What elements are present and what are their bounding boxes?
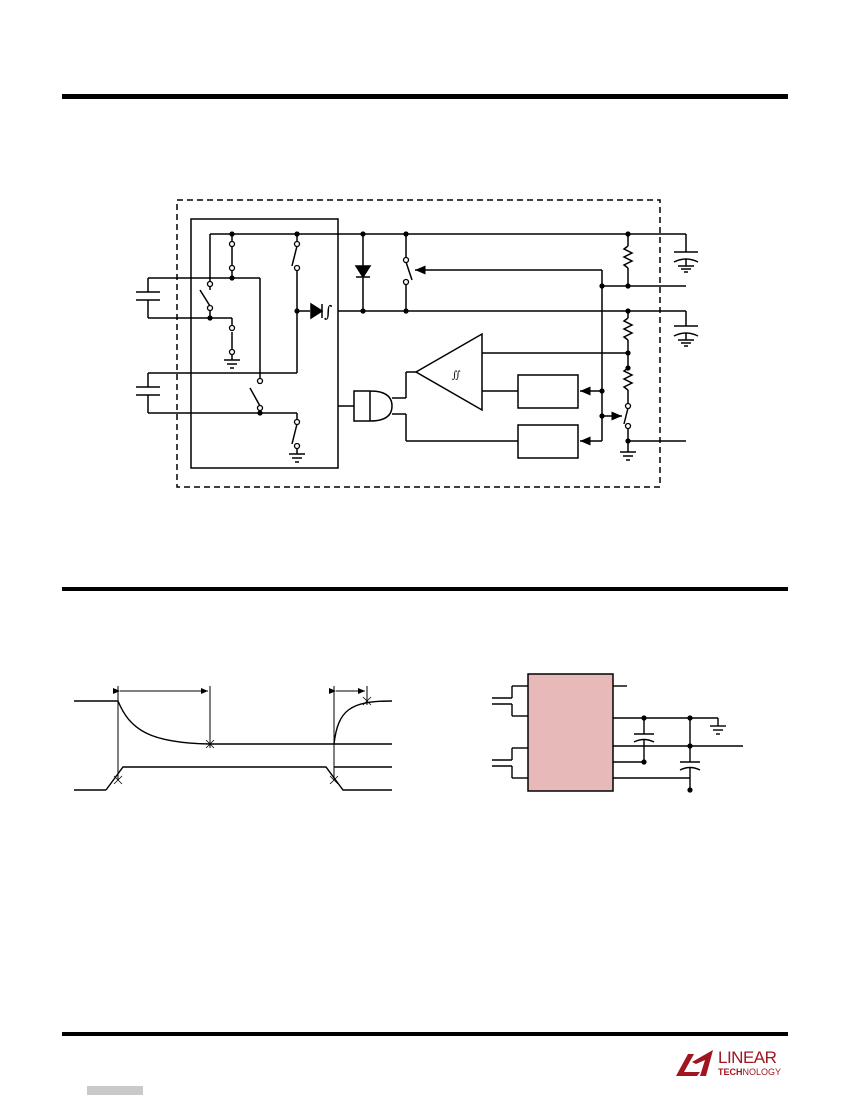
logo-tech-text: TECH: [718, 1067, 743, 1077]
middle-rule: [62, 587, 788, 591]
switch-s6: [291, 423, 298, 445]
bottom-rule: [62, 1032, 788, 1036]
logo-nology-text: NOLOGY: [743, 1067, 782, 1077]
switch-matrix-box: [190, 218, 339, 469]
block-diagram-boundary: [176, 199, 661, 488]
ic-package: [527, 673, 614, 792]
integrator-symbol: ∫: [324, 302, 332, 321]
enable-waveform: [105, 766, 392, 791]
divider-switch: [623, 407, 629, 425]
switch-s2: [199, 289, 211, 307]
timing-diagram: [74, 686, 393, 791]
schmitt-symbol: ∬: [452, 370, 461, 381]
linear-technology-logo: LINEAR TECHNOLOGY: [676, 1048, 781, 1077]
comparator: [414, 332, 483, 412]
top-rule: [62, 94, 788, 99]
bypass-diode: [354, 265, 372, 279]
reference-block: [517, 374, 579, 409]
switch-contacts: [206, 240, 632, 450]
block-diagram-nodes: [207, 231, 631, 444]
oscillator-block: [517, 424, 579, 459]
output-switch: [405, 261, 413, 281]
output-diode: [310, 302, 324, 320]
lt-logo-mark: [676, 1050, 713, 1076]
switch-s5: [249, 387, 261, 407]
block-diagram: ∫: [136, 199, 699, 488]
application-circuit: [492, 673, 743, 793]
svg-text:TECHNOLOGY: TECHNOLOGY: [718, 1067, 781, 1077]
resistor-r1: [622, 245, 634, 269]
switch-s4: [291, 245, 298, 267]
and-gate: [353, 390, 393, 422]
resistor-r3: [622, 367, 634, 391]
logo-linear-text: LINEAR: [718, 1048, 777, 1067]
footer-page-link[interactable]: [87, 1086, 143, 1095]
output-waveform: [117, 700, 393, 745]
resistor-r2: [622, 317, 634, 341]
